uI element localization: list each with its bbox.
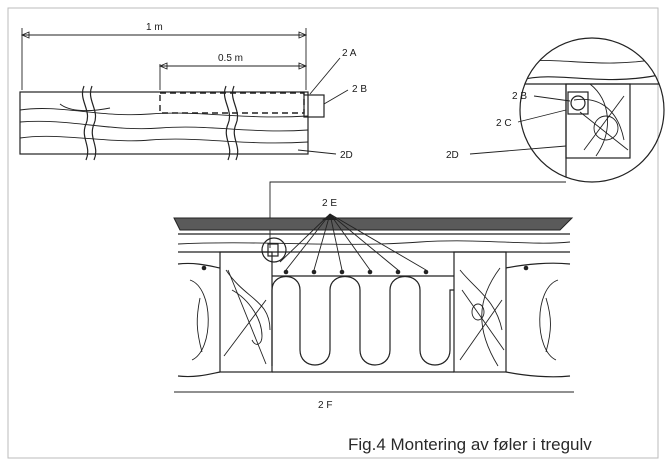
dimension-1m-label: 1 m (146, 22, 163, 33)
detail-connector-line (269, 181, 566, 248)
label-2d-detail: 2D (446, 150, 459, 161)
board-diagram: 1 m 0.5 m 2 A 2 B 2D (19, 22, 367, 161)
label-2a: 2 A (342, 48, 357, 59)
sensor-cavity (159, 92, 305, 114)
label-2d-top: 2D (340, 150, 353, 161)
wooden-board (19, 91, 309, 155)
floor-section-diagram: 2 E 2 F (173, 198, 574, 411)
sensor-probe (303, 94, 325, 118)
heating-cable (271, 275, 454, 366)
label-2b-top: 2 B (352, 84, 367, 95)
detail-circle (519, 37, 665, 183)
sensor-location-marker (261, 237, 287, 263)
figure-frame (7, 7, 659, 459)
dimension-05m-label: 0.5 m (218, 53, 243, 64)
fastener-row (201, 265, 529, 275)
detail-sensor-box (567, 91, 589, 115)
detail-sensor (570, 95, 586, 111)
figure-caption: Fig.4 Montering av føler i tregulv (348, 435, 592, 454)
detail-circle-diagram: 2 B 2 C 2D (446, 37, 665, 183)
label-2e-leaders (279, 213, 427, 271)
joist-left (219, 251, 273, 373)
label-2f: 2 F (318, 400, 332, 411)
label-2c-detail: 2 C (496, 118, 512, 129)
floor-surface (173, 217, 574, 231)
joist-right (453, 251, 507, 373)
label-2e: 2 E (322, 198, 337, 209)
label-2b-detail: 2 B (512, 91, 527, 102)
